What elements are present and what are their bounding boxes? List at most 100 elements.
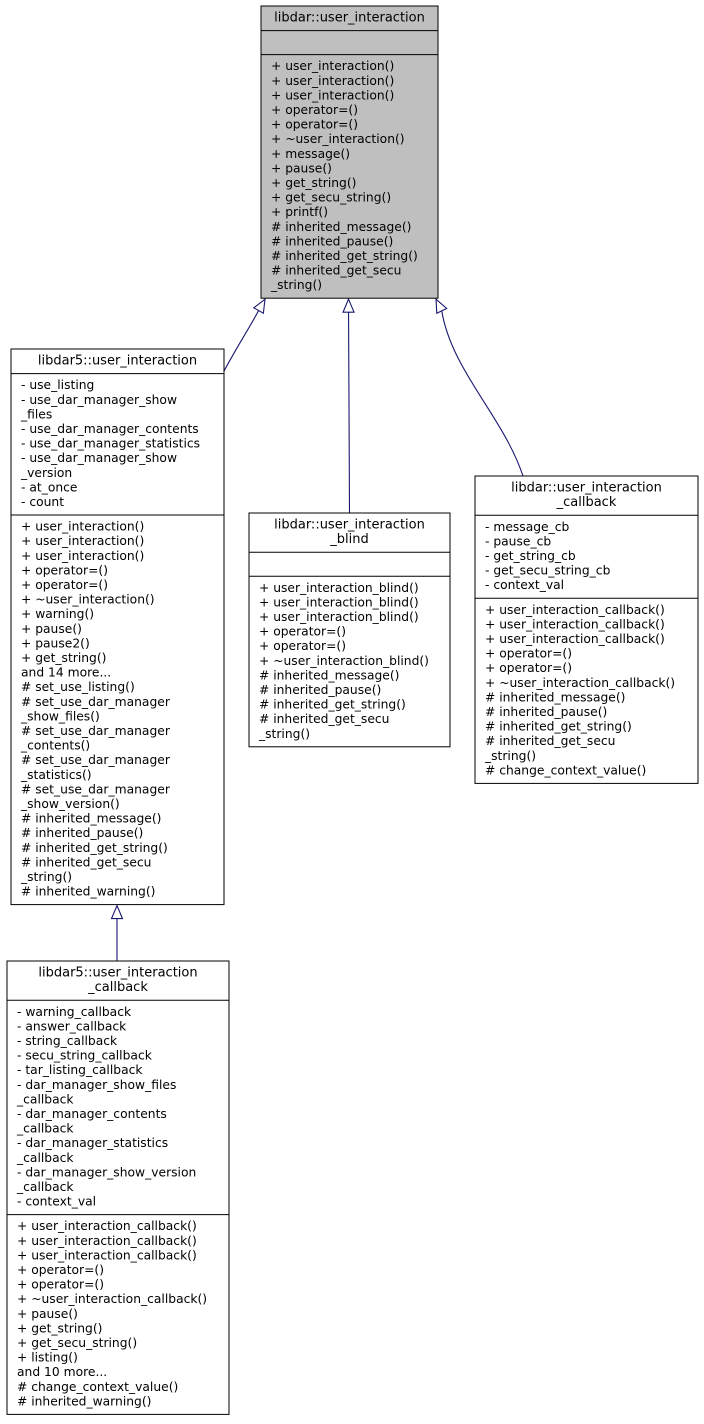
operation-line: + user_interaction() [21,549,144,563]
attribute-line: - answer_callback [17,1019,127,1033]
class-name-line: _callback [87,980,148,995]
operation-line: + operator=() [271,118,358,132]
attribute-line: - use_dar_manager_statistics [21,437,200,451]
operation-line: + user_interaction() [21,520,144,534]
attribute-line: - context_val [485,578,564,592]
class-box-user-interaction-blind: libdar::user_interaction_blind+ user_int… [248,512,451,748]
class-box-frame [10,348,225,906]
attribute-line: _version [20,466,72,480]
attribute-line: - get_secu_string_cb [485,564,611,578]
attribute-line: - use_dar_manager_show [21,393,177,407]
class-name-line: libdar5::user_interaction [38,354,197,369]
operation-line: + user_interaction_callback() [485,632,665,646]
operation-line: + warning() [21,607,94,621]
operation-line: # inherited_pause() [21,826,143,840]
operation-line: + get_string() [21,651,106,665]
inheritance-arrowhead [110,904,124,920]
operation-line: + operator=() [21,578,108,592]
operation-line: + get_string() [271,176,356,190]
inheritance-edge-libdar5-user-interaction [221,297,266,376]
operation-line: # change_context_value() [17,1380,178,1394]
inheritance-edge-libdar5-user-interaction-callback [110,904,124,961]
operation-line: _show_files() [20,709,100,723]
operation-line: # inherited_get_string() [259,698,406,712]
operation-line: + user_interaction_callback() [485,617,665,631]
operation-line: + message() [271,147,350,161]
operation-line: + get_secu_string() [17,1336,137,1350]
attribute-line: - dar_manager_statistics [17,1136,168,1150]
operation-line: + pause() [21,622,82,636]
class-name-line: libdar5::user_interaction [38,966,197,981]
operation-line: + user_interaction_callback() [485,603,665,617]
operation-line: # inherited_get_secu [259,712,389,726]
attribute-line: - at_once [21,480,78,494]
attribute-line: - get_string_cb [485,549,576,563]
operation-line: + user_interaction_callback() [17,1234,197,1248]
operation-line: + operator=() [271,103,358,117]
attribute-line: - dar_manager_show_version [17,1165,196,1179]
class-name-line: libdar::user_interaction [274,518,425,533]
operation-line: # set_use_dar_manager [21,753,171,767]
class-box-frame [6,960,230,1415]
operation-line: # set_use_listing() [21,680,135,694]
inheritance-arrowhead [252,297,266,315]
operation-line: _string() [270,278,322,292]
class-box-libdar5-user-interaction: libdar5::user_interaction- use_listing- … [10,348,225,906]
operation-line: _statistics() [20,768,92,782]
operation-line: + ~user_interaction_blind() [259,654,429,668]
operation-line: + user_interaction() [271,88,394,102]
attribute-line: _files [20,407,52,421]
attribute-line: - tar_listing_callback [17,1063,143,1077]
operation-line: + pause() [17,1307,78,1321]
operation-line: + operator=() [17,1278,104,1292]
operation-line: + printf() [271,205,328,219]
operation-line: # inherited_message() [259,668,399,682]
inheritance-arrowhead [342,297,355,313]
operation-line: # change_context_value() [485,763,646,777]
operation-line: # inherited_get_secu [21,855,151,869]
attribute-line: - context_val [17,1195,96,1209]
class-nodes: libdar::user_interaction+ user_interacti… [6,5,699,1415]
operation-line: + ~user_interaction_callback() [17,1292,207,1306]
operation-line: # inherited_pause() [271,234,393,248]
operation-line: # inherited_get_secu [485,734,615,748]
operation-line: + get_string() [17,1321,102,1335]
attribute-line: - warning_callback [17,1005,132,1019]
operation-line: + operator=() [17,1263,104,1277]
attribute-line: _callback [16,1151,74,1165]
operation-line: # set_use_dar_manager [21,695,171,709]
operation-line: + pause2() [21,636,90,650]
operation-line: # inherited_warning() [21,885,155,899]
operation-line: + operator=() [21,563,108,577]
operation-line: # inherited_message() [271,220,411,234]
inheritance-arrowhead [435,297,448,315]
inheritance-edge-user-interaction-blind [342,297,355,514]
attribute-line: - use_listing [21,378,94,392]
operation-line: + user_interaction_blind() [259,581,419,595]
operation-line: + operator=() [259,639,346,653]
class-box-frame [474,475,699,784]
class-box-user-interaction-callback: libdar::user_interaction_callback- messa… [474,475,699,784]
operation-line: _string() [20,870,72,884]
attribute-line: - use_dar_manager_show [21,451,177,465]
class-box-libdar5-user-interaction-callback: libdar5::user_interaction_callback- warn… [6,960,230,1415]
operation-line: # inherited_get_string() [485,720,632,734]
attribute-line: - use_dar_manager_contents [21,422,199,436]
edge-line [348,312,351,514]
attribute-line: _callback [16,1092,74,1106]
class-name-line: _callback [556,495,617,510]
operation-line: + user_interaction_callback() [17,1219,197,1233]
edge-line [441,310,524,477]
operation-line: + operator=() [485,661,572,675]
operation-line: # inherited_pause() [259,683,381,697]
operation-line: + operator=() [259,625,346,639]
operation-line: # inherited_message() [485,690,625,704]
operation-line: + ~user_interaction() [271,132,405,146]
attribute-line: - count [21,495,64,509]
attribute-line: - dar_manager_contents [17,1107,167,1121]
attribute-line: - secu_string_callback [17,1049,153,1063]
operation-line: + user_interaction_blind() [259,610,419,624]
operation-line: # inherited_get_secu [271,264,401,278]
inheritance-edges [110,297,524,961]
